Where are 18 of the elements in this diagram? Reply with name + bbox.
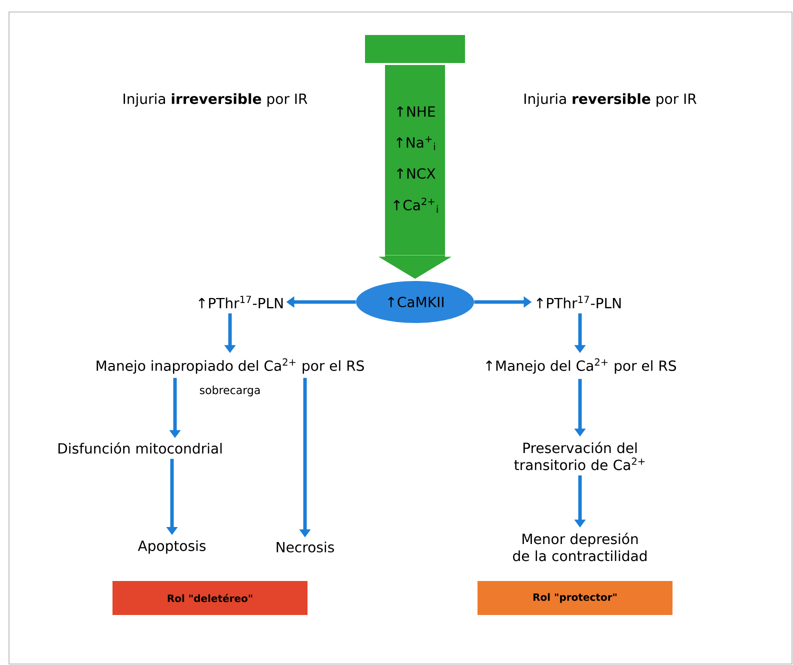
- node-label: ↑Ca$^{2+}$i: [394, 198, 438, 213]
- step-text: Apoptosis: [138, 540, 206, 554]
- node-label: ↑Na$^{+}$i: [396, 136, 435, 150]
- node-label: ↑NHE: [397, 106, 435, 117]
- node-label: ↑NCX: [397, 168, 436, 179]
- step-text: Injuria irreversible por IR: [124, 93, 308, 107]
- side-note: sobrecarga: [200, 386, 260, 396]
- role-box: Rol "protector": [478, 581, 672, 615]
- step-text: ↑Manejo del Ca$^{2+}$ por el RS: [486, 358, 676, 374]
- step-text: Disfunción mitocondrial: [58, 442, 222, 454]
- step-text: ↑PThr$^{17}$-PLN: [198, 296, 283, 308]
- role-box: Rol "deletéreo": [112, 581, 308, 615]
- step-text: Necrosis: [276, 542, 334, 552]
- step-text: Menor depresión de la contractilidad: [513, 532, 646, 562]
- step-text: Injuria reversible por IR: [524, 93, 696, 107]
- step-text: Manejo inapropiado del Ca$^{2+}$ por el RS: [96, 358, 364, 374]
- step-text: ↑PThr$^{17}$-PLN: [536, 296, 621, 308]
- step-text: Preservación del transitorio de Ca$^{2+}$: [514, 442, 645, 470]
